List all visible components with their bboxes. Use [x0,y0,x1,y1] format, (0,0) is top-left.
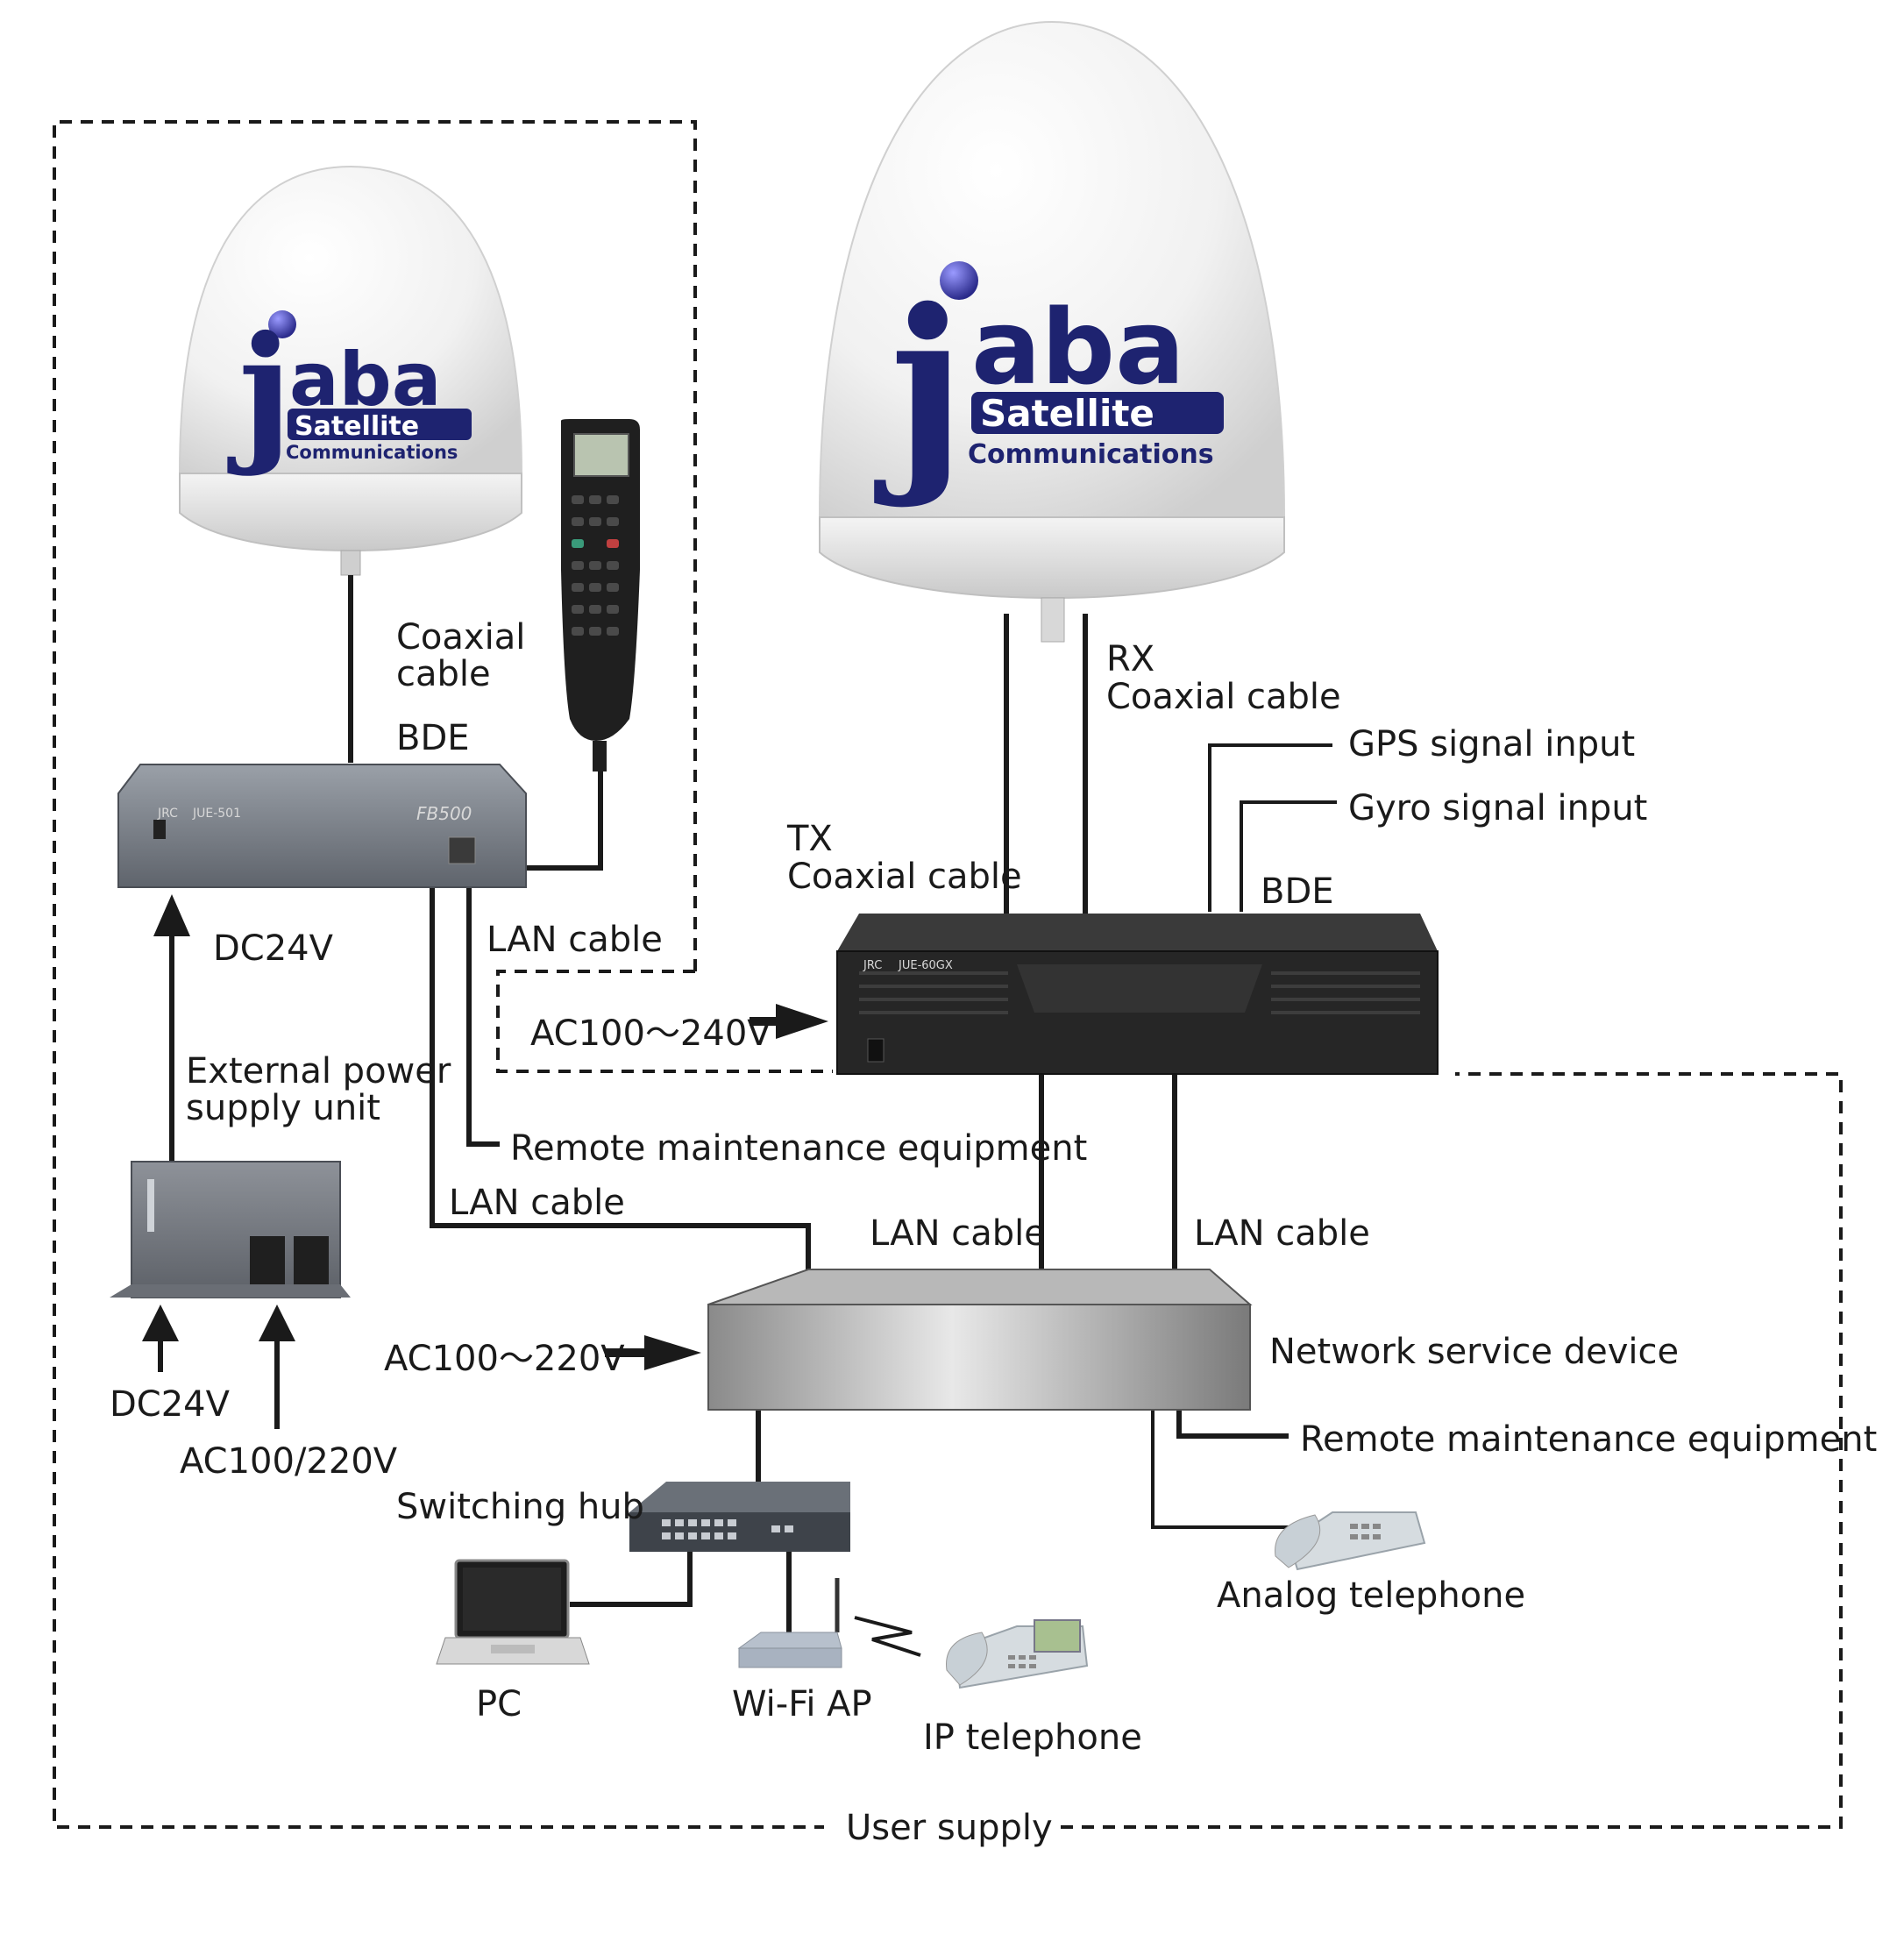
boundary-lower-right [1061,1072,1843,1829]
handset-screen [573,433,629,477]
label-bde-left: BDE [396,718,470,758]
dc24v-up-arrow-icon [153,894,190,936]
label-gps: GPS signal input [1348,724,1635,764]
label-ac-100-220-slash: AC100/220V [180,1441,398,1482]
label-coaxial-cable-1: Coaxial [396,617,525,658]
label-ac-240: AC100～240V [530,1013,771,1054]
nsd-remote-maint [1176,1410,1289,1439]
label-ac-220: AC100～220V [384,1339,625,1379]
labels: Coaxial cable BDE DC24V LAN cable AC100～… [110,617,1877,1853]
bde-model: JUE-60GX [898,959,953,972]
arrow-heads [142,894,828,1370]
large-satellite-dome: j aba Satellite Communications [818,20,1286,643]
ip-telephone-device [946,1619,1089,1689]
label-wifi-ap: Wi-Fi AP [732,1684,872,1724]
hub-pc [570,1543,693,1607]
label-pc: PC [476,1684,522,1724]
analog-telephone-device [1275,1511,1426,1571]
label-coaxial-cable-2: cable [396,654,491,694]
label-tx-2: Coaxial cable [787,857,1022,897]
logo-aba: aba [289,337,442,423]
handset-keypad [572,495,619,636]
handset [561,419,640,771]
large-bde-device: JRC JUE-60GX [836,914,1439,1075]
lan-to-remote-maint [466,885,500,1147]
small-satellite-dome: j aba Satellite Communications [178,165,523,576]
pc-laptop-device [436,1559,590,1665]
fb500-name: FB500 [416,803,472,824]
switching-hub-device [629,1482,850,1552]
cables [158,575,1337,1657]
logo-ball-icon [268,310,296,338]
wifi-ap-device [737,1578,842,1668]
fb500-bde-device: JRC JUE-501 FB500 [117,764,527,888]
fb500-brand: JRC [157,807,178,821]
network-service-device [707,1269,1253,1411]
boundary-inner [496,970,833,1073]
label-external-power-1: External power [186,1051,451,1091]
wireless-zigzag [854,1616,921,1657]
logo-aba: aba [971,287,1185,408]
boundary-upper [53,120,824,1829]
nsd-analog-phone [1151,1410,1297,1529]
label-ip-telephone: IP telephone [923,1717,1142,1758]
logo-j: j [874,263,966,510]
ac-bottom-arrow-icon [259,1305,295,1341]
label-dc24v-top: DC24V [213,928,334,969]
logo-satellite: Satellite [295,411,419,442]
ac220-arrow-icon [644,1335,701,1370]
logo-communications: Communications [286,442,458,463]
logo-satellite: Satellite [980,392,1154,435]
label-bde-right: BDE [1261,871,1334,912]
label-remote-maint-left: Remote maintenance equipment [510,1128,1087,1169]
label-lan-cable-mid: LAN cable [870,1213,1046,1254]
external-power-supply-device [110,1161,351,1298]
gps-line [1208,743,1332,912]
label-lan-cable-left: LAN cable [449,1183,625,1223]
logo-ball-icon [940,261,978,300]
label-rx-2: Coaxial cable [1106,677,1341,717]
lan-to-nsd [430,885,811,1269]
ac240-arrow-icon [776,1004,828,1039]
logo-communications: Communications [968,439,1214,470]
gyro-line [1240,800,1337,912]
label-external-power-2: supply unit [186,1088,380,1128]
label-lan-cable-handset: LAN cable [487,920,663,960]
bde-brand: JRC [863,959,882,972]
label-gyro: Gyro signal input [1348,788,1647,828]
label-analog-telephone: Analog telephone [1217,1575,1525,1616]
logo-j: j [227,303,293,479]
user-supply-boundary [53,120,1843,1829]
fb500-model: JUE-501 [192,807,241,821]
label-tx-1: TX [786,819,833,859]
label-lan-cable-right: LAN cable [1194,1213,1370,1254]
label-rx-1: RX [1106,639,1154,679]
label-remote-maint-right: Remote maintenance equipment [1300,1419,1877,1460]
label-dc24v-bottom: DC24V [110,1384,231,1425]
label-user-supply: User supply [846,1808,1053,1848]
handset-cable [526,771,603,871]
dc24v-bottom-arrow-icon [142,1305,179,1341]
label-network-service: Network service device [1269,1332,1679,1372]
label-switching-hub: Switching hub [396,1487,644,1527]
